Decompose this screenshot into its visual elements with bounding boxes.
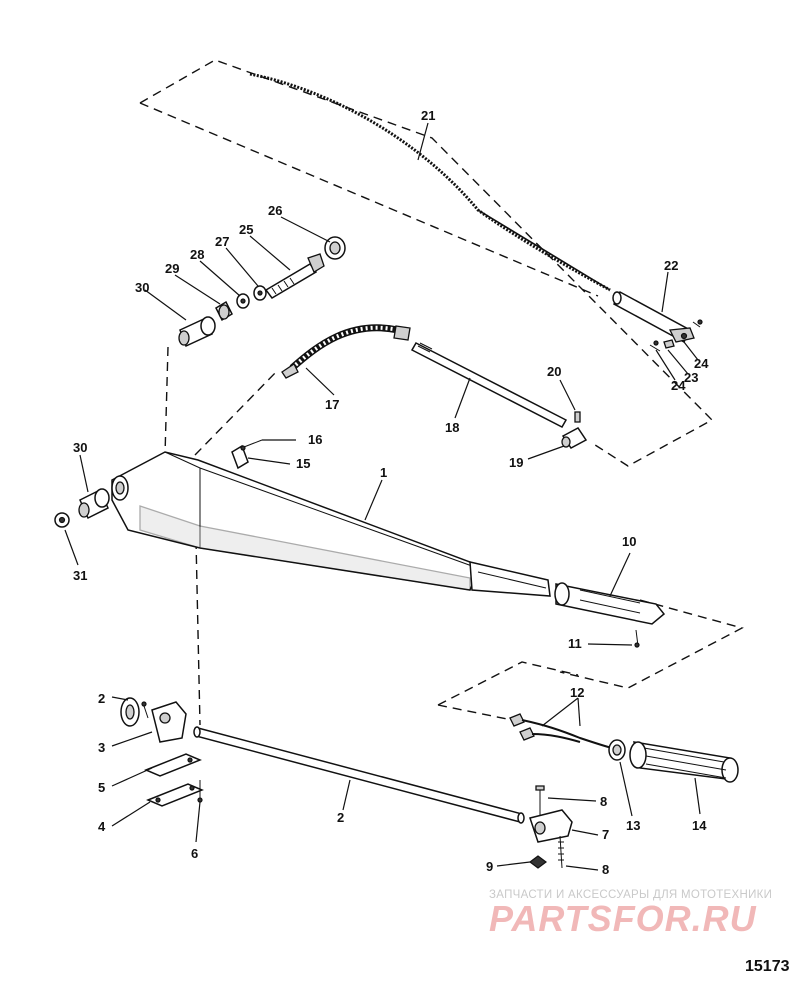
- part-23-pin: [663, 339, 675, 349]
- part-4-plate: [146, 783, 204, 807]
- callout-1: 1: [380, 465, 387, 480]
- part-22-rod: [612, 290, 695, 344]
- part-2-gear: [120, 697, 149, 727]
- callout-25: 25: [239, 222, 253, 237]
- part-8-screw-bottom: [558, 835, 564, 869]
- part-7-clamp: [529, 809, 573, 843]
- part-27-washer: [253, 285, 267, 301]
- callout-24-right: 24: [694, 356, 709, 371]
- callout-21: 21: [421, 108, 435, 123]
- callout-2-gear: 2: [98, 691, 105, 706]
- callout-labels: 21 22 24 23 24 26 25 27 28 29 30 17 18 2…: [73, 108, 709, 877]
- figure-number: 15173: [745, 958, 790, 975]
- part-26-bushing: [324, 236, 346, 260]
- part-11-screw: [634, 629, 640, 648]
- part-13-cap: [608, 739, 626, 761]
- callout-22: 22: [664, 258, 678, 273]
- part-5-plate: [144, 753, 202, 777]
- callout-9: 9: [486, 859, 493, 874]
- part-2-shaft: [193, 726, 525, 824]
- callout-6: 6: [191, 846, 198, 861]
- callout-8-top: 8: [600, 794, 607, 809]
- part-28-nut: [236, 293, 250, 309]
- part-25-bolt: [264, 253, 325, 299]
- part-17-flex-sheath: [281, 324, 411, 379]
- callout-24-left: 24: [671, 378, 686, 393]
- dashed-group-lines: [139, 59, 744, 726]
- callout-31: 31: [73, 568, 87, 583]
- callout-29: 29: [165, 261, 179, 276]
- callout-4: 4: [98, 819, 106, 834]
- leader-lines: [64, 122, 701, 871]
- part-9-wingnut: [529, 855, 547, 869]
- callout-11: 11: [568, 636, 582, 651]
- watermark-tagline: ЗАПЧАСТИ И АКСЕССУАРЫ ДЛЯ МОТОТЕХНИКИ: [489, 889, 773, 901]
- callout-19: 19: [509, 455, 523, 470]
- callout-13: 13: [626, 818, 640, 833]
- part-24-screws: [649, 319, 703, 352]
- callout-16: 16: [308, 432, 322, 447]
- callout-3: 3: [98, 740, 105, 755]
- callout-28: 28: [190, 247, 204, 262]
- part-18-rod: [410, 342, 568, 428]
- part-30-bushing-upper: [178, 316, 216, 348]
- part-19-block: [561, 427, 588, 449]
- callout-17: 17: [325, 397, 339, 412]
- part-20-screw: [574, 411, 581, 423]
- part-12-wiring: [509, 713, 613, 749]
- callout-20: 20: [547, 364, 561, 379]
- part-15-clip: [231, 444, 249, 470]
- part-31-nut: [54, 512, 70, 528]
- part-30-bushing-lower: [78, 488, 110, 520]
- part-1-tiller-arm: [111, 451, 551, 597]
- part-16-screw: [240, 439, 263, 451]
- callout-10: 10: [622, 534, 636, 549]
- callout-18: 18: [445, 420, 459, 435]
- callout-23: 23: [684, 370, 698, 385]
- part-3-cam: [151, 701, 187, 743]
- watermark-logo: PARTSFOR.RU: [489, 898, 757, 939]
- callout-30-upper: 30: [135, 280, 149, 295]
- callout-12: 12: [570, 685, 584, 700]
- part-8-screw-top: [535, 785, 545, 815]
- callout-27: 27: [215, 234, 229, 249]
- callout-30-lower: 30: [73, 440, 87, 455]
- part-29-spacer: [215, 300, 233, 322]
- callout-26: 26: [268, 203, 282, 218]
- callout-5: 5: [98, 780, 105, 795]
- callout-8-bottom: 8: [602, 862, 609, 877]
- part-10-throttle-sleeve: [554, 582, 666, 625]
- part-21-cable: [249, 72, 611, 292]
- callout-14: 14: [692, 818, 707, 833]
- callout-7: 7: [602, 827, 609, 842]
- callout-15: 15: [296, 456, 310, 471]
- callout-2-shaft: 2: [337, 810, 344, 825]
- part-14-grip: [629, 741, 739, 783]
